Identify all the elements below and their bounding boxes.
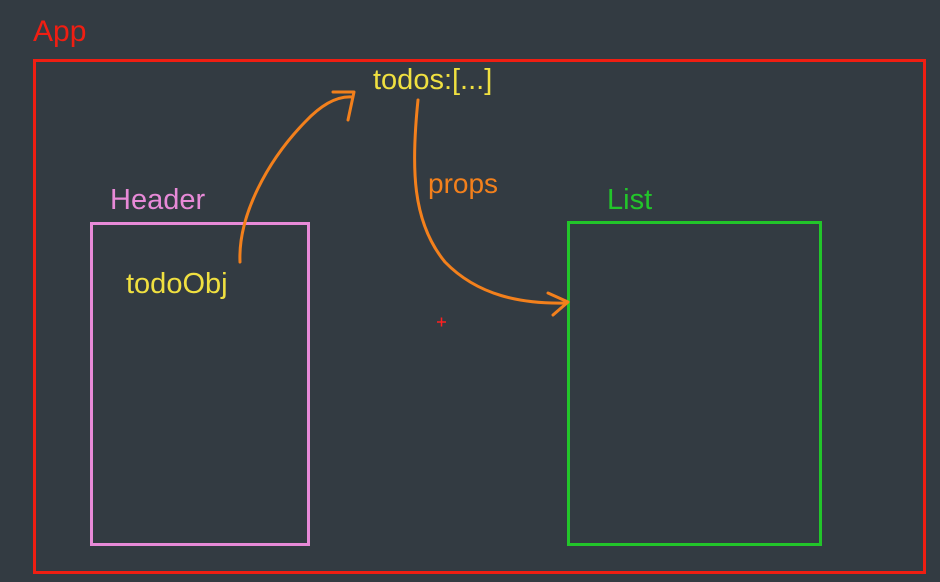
app-component-box (33, 59, 926, 574)
todoobj-label: todoObj (126, 268, 228, 300)
list-label: List (607, 184, 653, 216)
list-component-box (567, 221, 822, 546)
app-label: App (33, 15, 87, 48)
header-component-box (90, 222, 310, 546)
todos-state-label: todos:[...] (373, 64, 493, 96)
props-label: props (428, 168, 499, 199)
header-label: Header (110, 184, 206, 216)
